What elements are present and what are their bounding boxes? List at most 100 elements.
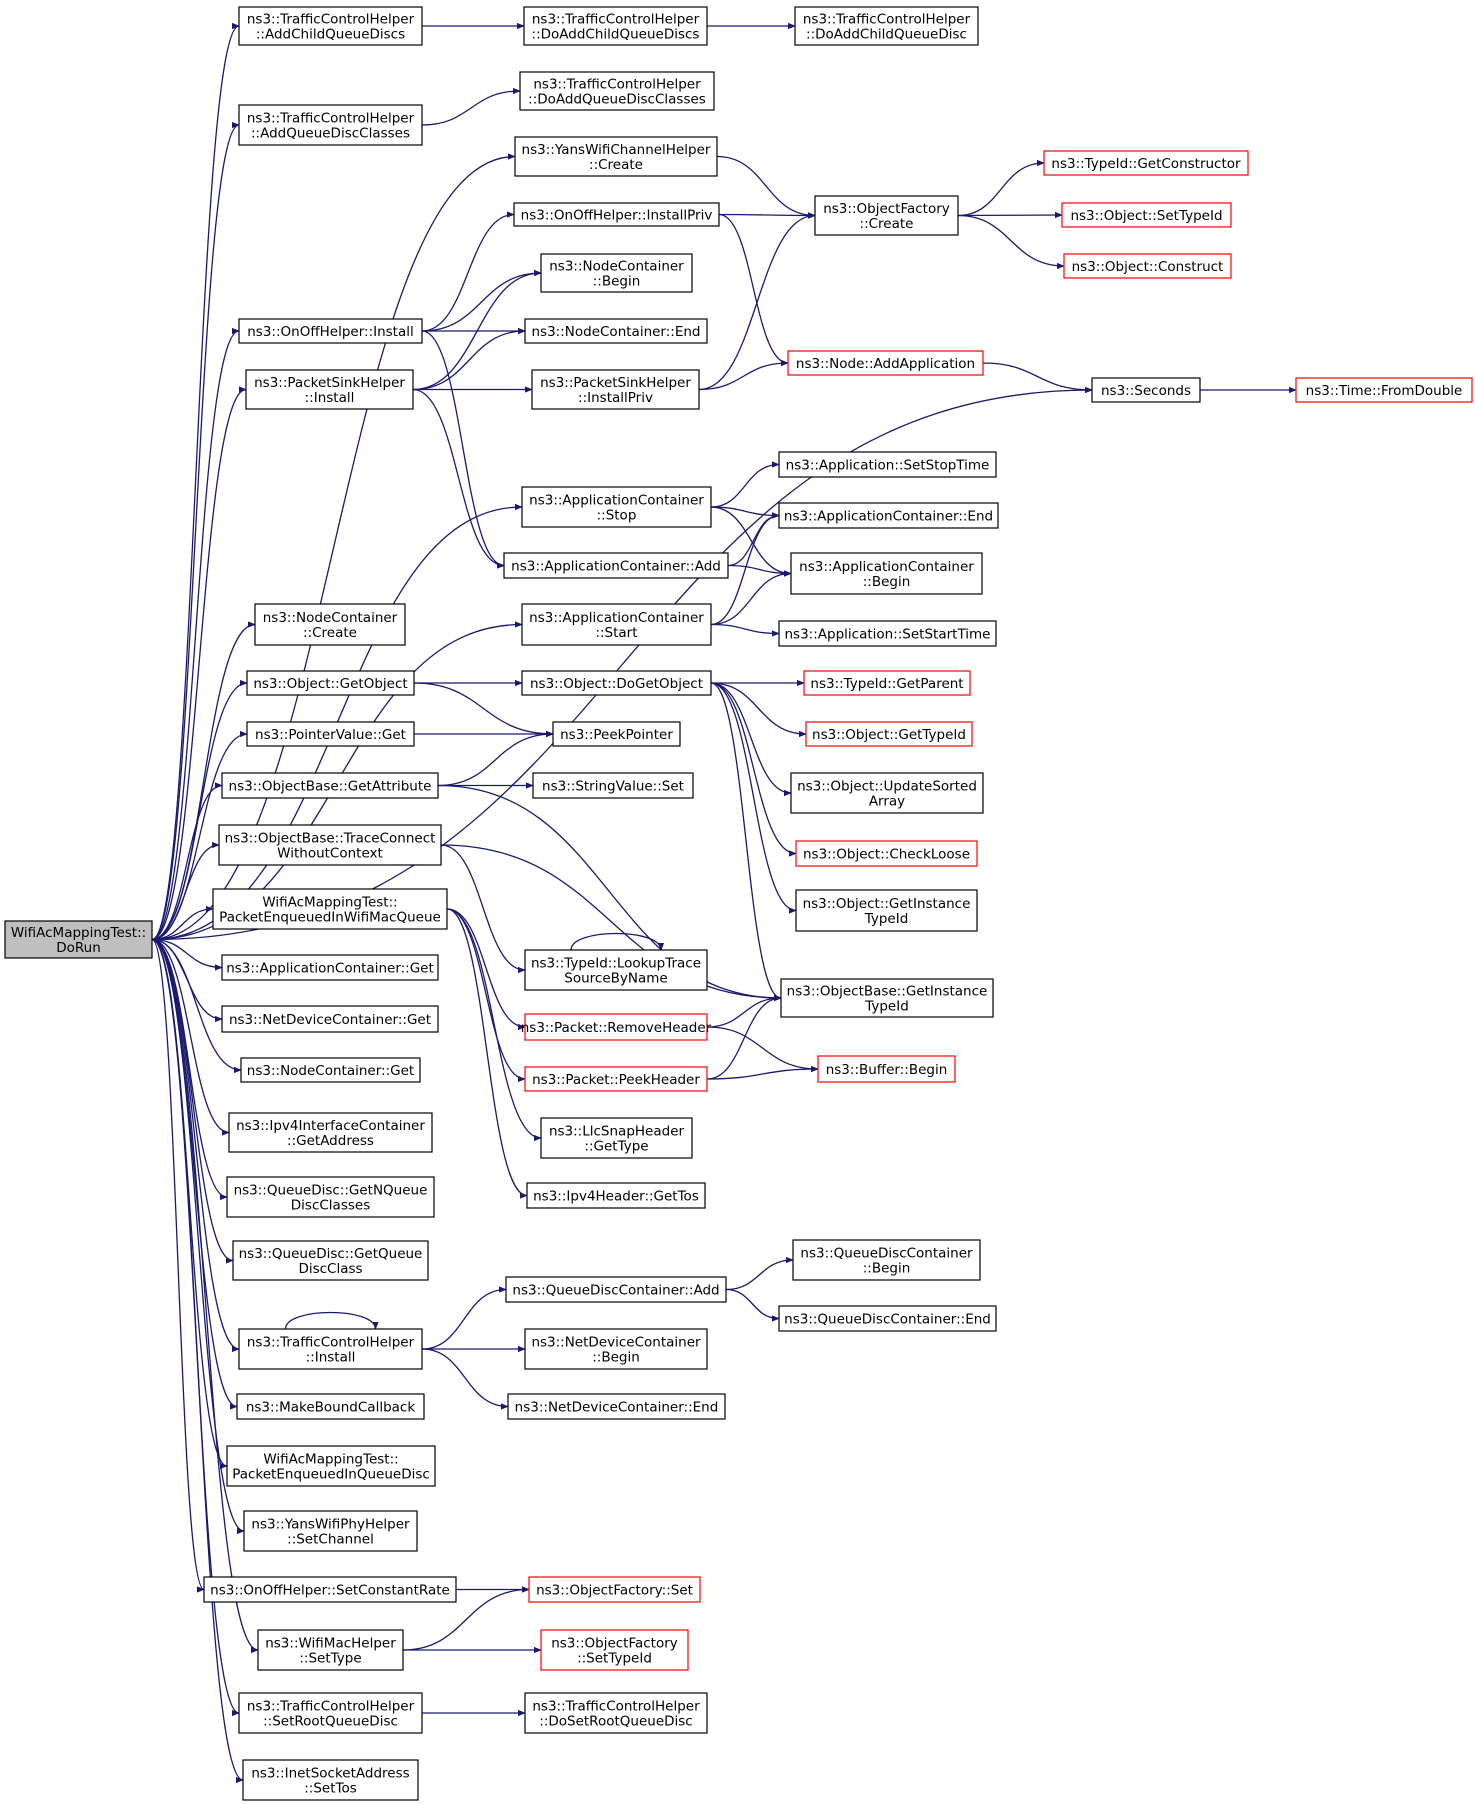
node-onoff_install[interactable]: ns3::OnOffHelper::Install bbox=[238, 318, 423, 344]
node-buf_begin[interactable]: ns3::Buffer::Begin bbox=[817, 1055, 956, 1083]
node-app_setstart[interactable]: ns3::Application::SetStartTime bbox=[778, 620, 997, 647]
edge-pkt_enq_mac-to-pkt_peekheader bbox=[446, 908, 526, 1083]
node-label: ns3::WifiMacHelper bbox=[265, 1636, 396, 1652]
node-box bbox=[226, 1445, 436, 1487]
node-label: ::DoAddQueueDiscClasses bbox=[528, 92, 706, 108]
node-tch_addchild[interactable]: ns3::TrafficControlHelper::AddChildQueue… bbox=[238, 6, 423, 46]
node-of_settypeid[interactable]: ns3::ObjectFactory::SetTypeId bbox=[540, 1629, 689, 1671]
node-root[interactable]: WifiAcMappingTest::DoRun bbox=[4, 920, 153, 959]
node-qdc_add[interactable]: ns3::QueueDiscContainer::Add bbox=[505, 1276, 727, 1303]
node-tch_doaddqdc[interactable]: ns3::TrafficControlHelper::DoAddQueueDis… bbox=[519, 71, 715, 111]
node-box bbox=[221, 954, 439, 981]
node-pv_get[interactable]: ns3::PointerValue::Get bbox=[246, 721, 415, 747]
node-sv_set[interactable]: ns3::StringValue::Set bbox=[532, 772, 694, 799]
node-of_set[interactable]: ns3::ObjectFactory::Set bbox=[528, 1576, 701, 1603]
node-box bbox=[203, 1576, 457, 1603]
node-qdc_begin[interactable]: ns3::QueueDiscContainer::Begin bbox=[792, 1239, 981, 1281]
edge-obj_getobject-to-peekpointer bbox=[413, 682, 554, 738]
node-pkt_peekheader[interactable]: ns3::Packet::PeekHeader bbox=[524, 1066, 708, 1092]
node-ipv4ic_getaddr[interactable]: ns3::Ipv4InterfaceContainer::GetAddress bbox=[228, 1112, 433, 1153]
node-ac_get[interactable]: ns3::ApplicationContainer::Get bbox=[221, 954, 439, 981]
node-ipv4h_gettos[interactable]: ns3::Ipv4Header::GetTos bbox=[526, 1182, 706, 1209]
node-obj_checkloose[interactable]: ns3::Object::CheckLoose bbox=[795, 840, 978, 867]
edge-tch_install-to-ndc_end bbox=[421, 1348, 509, 1410]
node-of_create[interactable]: ns3::ObjectFactory::Create bbox=[814, 195, 959, 236]
node-ndc_end[interactable]: ns3::NetDeviceContainer::End bbox=[507, 1393, 726, 1420]
node-ob_traceconnect[interactable]: ns3::ObjectBase::TraceConnectWithoutCont… bbox=[218, 824, 442, 866]
node-seconds[interactable]: ns3::Seconds bbox=[1091, 377, 1201, 403]
node-pkt_removeheader[interactable]: ns3::Packet::RemoveHeader bbox=[521, 1013, 712, 1041]
node-isa_settos[interactable]: ns3::InetSocketAddress::SetTos bbox=[242, 1759, 419, 1801]
node-obj_settypeid[interactable]: ns3::Object::SetTypeId bbox=[1061, 202, 1232, 228]
node-tch_doaddchilds[interactable]: ns3::TrafficControlHelper::DoAddChildQue… bbox=[523, 6, 708, 46]
node-nc_end[interactable]: ns3::NodeContainer::End bbox=[524, 318, 708, 344]
node-onoff_installpriv[interactable]: ns3::OnOffHelper::InstallPriv bbox=[513, 202, 720, 227]
node-label: ns3::TrafficControlHelper bbox=[532, 12, 700, 28]
node-yansphy_setchan[interactable]: ns3::YansWifiPhyHelper::SetChannel bbox=[243, 1510, 418, 1552]
edge-root-to-ipv4ic_getaddr bbox=[151, 938, 230, 1136]
edge-of_create-to-typeid_getctor bbox=[957, 159, 1045, 217]
node-label: ns3::ObjectFactory bbox=[551, 1636, 678, 1652]
node-obj_construct[interactable]: ns3::Object::Construct bbox=[1063, 253, 1232, 279]
node-app_setstop[interactable]: ns3::Application::SetStopTime bbox=[778, 451, 997, 478]
node-box bbox=[524, 1066, 708, 1092]
edge-ac_start-to-ac_begin bbox=[710, 570, 792, 626]
node-tch_doaddchild[interactable]: ns3::TrafficControlHelper::DoAddChildQue… bbox=[794, 6, 979, 46]
node-ac_add[interactable]: ns3::ApplicationContainer::Add bbox=[503, 552, 729, 579]
node-box bbox=[238, 104, 423, 146]
node-ac_end[interactable]: ns3::ApplicationContainer::End bbox=[778, 502, 999, 529]
edge-ob_getattr-to-peekpointer bbox=[437, 730, 554, 787]
node-label: ns3::ObjectFactory bbox=[823, 201, 950, 217]
node-wmh_settype[interactable]: ns3::WifiMacHelper::SetType bbox=[257, 1629, 404, 1671]
node-time_fromdouble[interactable]: ns3::Time::FromDouble bbox=[1295, 377, 1473, 403]
node-tch_dosetroot[interactable]: ns3::TrafficControlHelper::DoSetRootQueu… bbox=[524, 1692, 708, 1734]
node-ac_stop[interactable]: ns3::ApplicationContainer::Stop bbox=[521, 486, 712, 528]
node-nc_begin[interactable]: ns3::NodeContainer::Begin bbox=[540, 253, 693, 293]
node-box bbox=[221, 1005, 439, 1033]
node-tch_setroot[interactable]: ns3::TrafficControlHelper::SetRootQueueD… bbox=[238, 1692, 423, 1734]
node-tch_install[interactable]: ns3::TrafficControlHelper::Install bbox=[238, 1328, 423, 1370]
node-onoff_setrate[interactable]: ns3::OnOffHelper::SetConstantRate bbox=[203, 1576, 457, 1603]
node-label: ns3::TrafficControlHelper bbox=[247, 12, 415, 28]
node-makeboundcb[interactable]: ns3::MakeBoundCallback bbox=[236, 1393, 425, 1420]
node-ac_start[interactable]: ns3::ApplicationContainer::Start bbox=[521, 603, 712, 646]
node-label: ns3::QueueDiscContainer::Add bbox=[512, 1283, 719, 1299]
node-box bbox=[221, 772, 439, 799]
node-label: DiscClasses bbox=[291, 1198, 370, 1214]
node-label: ::SetChannel bbox=[287, 1532, 374, 1548]
node-llc_gettype[interactable]: ns3::LlcSnapHeader::GetType bbox=[540, 1117, 693, 1159]
node-psh_install[interactable]: ns3::PacketSinkHelper::Install bbox=[245, 369, 414, 410]
node-node_addapp[interactable]: ns3::Node::AddApplication bbox=[787, 350, 984, 376]
node-obj_getobject[interactable]: ns3::Object::GetObject bbox=[246, 670, 415, 696]
node-label: ns3::Time::FromDouble bbox=[1306, 383, 1463, 399]
node-obj_gettypeid[interactable]: ns3::Object::GetTypeId bbox=[805, 721, 973, 747]
node-label: ns3::ApplicationContainer bbox=[799, 559, 974, 575]
edge-root-to-tch_addqdc bbox=[151, 121, 240, 941]
node-ac_begin[interactable]: ns3::ApplicationContainer::Begin bbox=[790, 552, 983, 595]
node-ob_getattr[interactable]: ns3::ObjectBase::GetAttribute bbox=[221, 772, 439, 799]
node-yans_create[interactable]: ns3::YansWifiChannelHelper::Create bbox=[514, 136, 718, 177]
node-label: WifiAcMappingTest:: bbox=[11, 925, 146, 941]
node-nc_get[interactable]: ns3::NodeContainer::Get bbox=[240, 1057, 421, 1083]
node-box bbox=[803, 670, 971, 696]
edge-onoff_installpriv-to-of_create bbox=[718, 212, 816, 219]
node-qdc_end[interactable]: ns3::QueueDiscContainer::End bbox=[778, 1305, 997, 1332]
node-ndc_begin[interactable]: ns3::NetDeviceContainer::Begin bbox=[524, 1328, 708, 1370]
node-nc_create[interactable]: ns3::NodeContainer::Create bbox=[254, 603, 406, 646]
node-box bbox=[540, 1629, 689, 1671]
node-typeid_getctor[interactable]: ns3::TypeId::GetConstructor bbox=[1043, 150, 1249, 176]
node-pkt_enq_mac[interactable]: WifiAcMappingTest::PacketEnqueuedInWifiM… bbox=[212, 888, 448, 930]
node-tch_addqdc[interactable]: ns3::TrafficControlHelper::AddQueueDiscC… bbox=[238, 104, 423, 146]
node-ndc_get[interactable]: ns3::NetDeviceContainer::Get bbox=[221, 1005, 439, 1033]
node-psh_installpriv[interactable]: ns3::PacketSinkHelper::InstallPriv bbox=[531, 369, 700, 410]
node-pkt_enq_qd[interactable]: WifiAcMappingTest::PacketEnqueuedInQueue… bbox=[226, 1445, 436, 1487]
node-peekpointer[interactable]: ns3::PeekPointer bbox=[552, 721, 681, 747]
node-obj_dogetobject[interactable]: ns3::Object::DoGetObject bbox=[521, 670, 712, 696]
node-typeid_getparent[interactable]: ns3::TypeId::GetParent bbox=[803, 670, 971, 696]
